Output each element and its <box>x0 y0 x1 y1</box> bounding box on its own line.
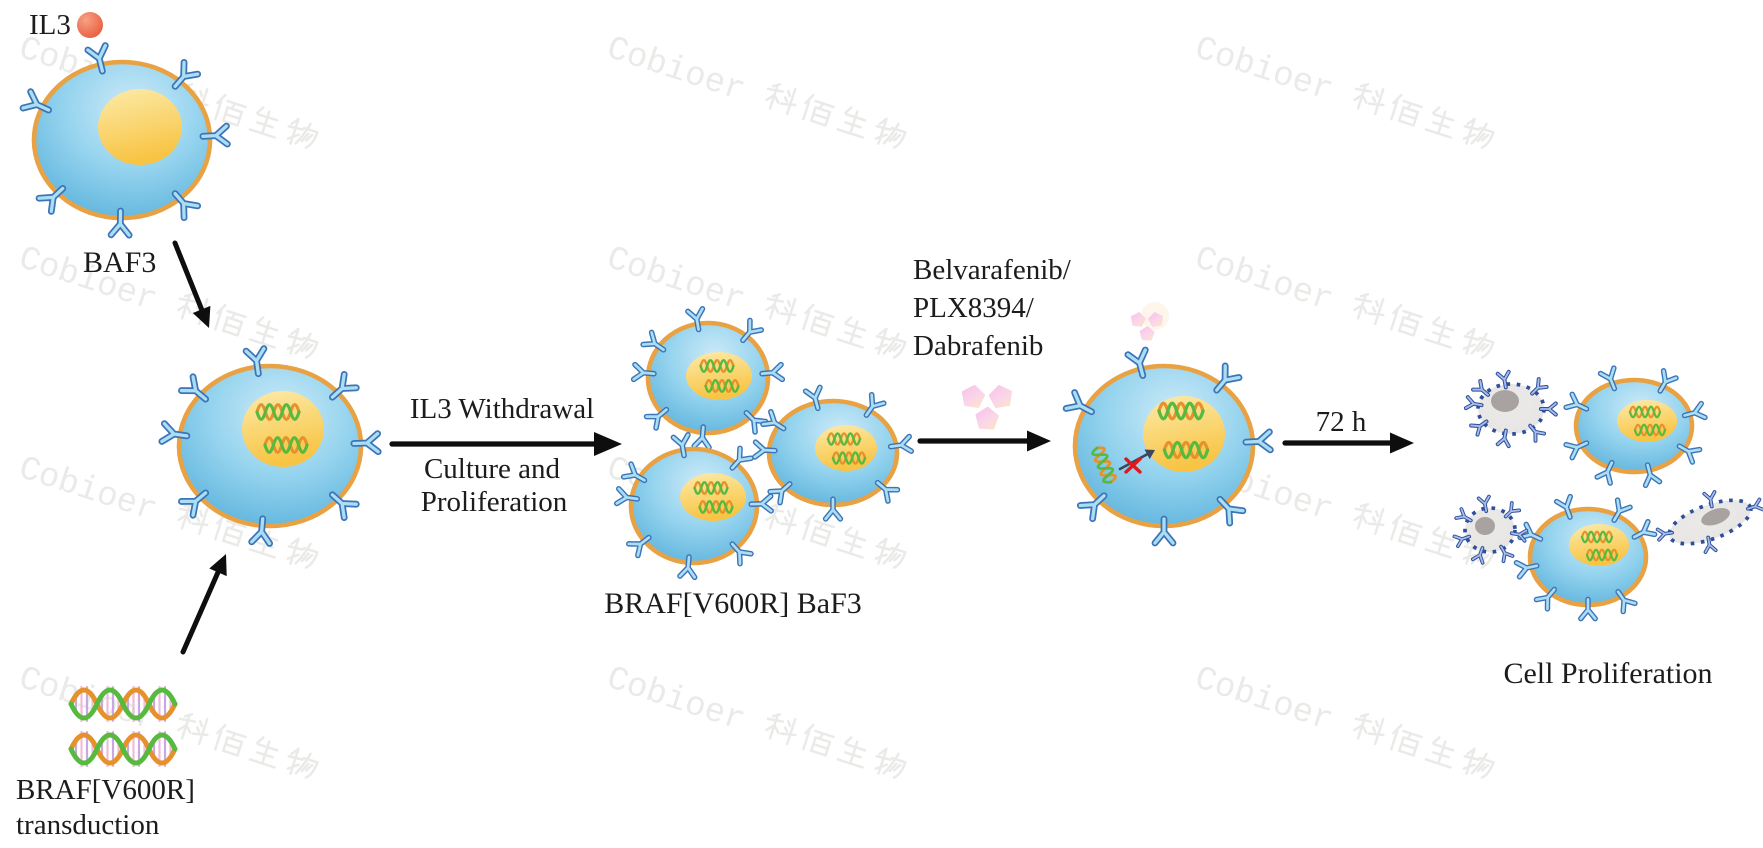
label-drug-line2: PLX8394/ <box>913 292 1035 324</box>
label-transgene-line1: BRAF[V600R] <box>16 774 195 806</box>
dead-cell-nucleus <box>1475 517 1495 535</box>
baf3-cell <box>23 46 227 236</box>
il3-ligand-icon <box>77 12 103 38</box>
dead-cell-small <box>1452 494 1529 565</box>
inhibit-arrow <box>1118 449 1155 471</box>
drug-treated-cell <box>1066 350 1270 543</box>
watermark <box>12 238 321 374</box>
label-72h: 72 h <box>1316 406 1367 438</box>
cell-nucleus <box>686 352 752 400</box>
arrow-72h <box>1282 432 1414 454</box>
braf-baf3-cell-top <box>634 309 783 447</box>
arrow-il3-withdrawal <box>389 432 622 456</box>
label-il3-withdrawal: IL3 Withdrawal <box>410 393 594 425</box>
watermark <box>600 658 909 794</box>
arrow-baf3-to-transduced <box>172 240 211 328</box>
braf-baf3-cell-right <box>755 387 911 519</box>
cell-nucleus <box>1617 400 1677 442</box>
watermark <box>1188 658 1497 794</box>
braf-baf3-cell-bottom <box>617 435 771 577</box>
label-baf3: BAF3 <box>83 246 156 279</box>
blocked-signal <box>1089 444 1155 486</box>
label-il3: IL3 <box>29 9 71 41</box>
dead-cell-nucleus <box>1491 390 1519 412</box>
label-drug-line1: Belvarafenib/ <box>913 254 1072 286</box>
dna-helix-icon <box>71 731 175 767</box>
cell-nucleus <box>242 391 324 467</box>
transduced-cell <box>162 349 378 544</box>
inhibit-x-icon <box>1124 457 1142 474</box>
label-culture-line1: Culture and <box>424 453 561 485</box>
arrow-drug-treatment <box>917 430 1051 452</box>
label-braf-baf3: BRAF[V600R] BaF3 <box>604 587 862 620</box>
cell-nucleus <box>815 425 877 471</box>
cell-membrane <box>645 320 771 436</box>
watermark <box>1188 28 1497 164</box>
dead-cell-large <box>1463 369 1558 449</box>
label-culture-line2: Proliferation <box>421 486 568 518</box>
dead-cell-dashed-membrane <box>1463 506 1517 554</box>
cell-nucleus <box>98 89 182 165</box>
label-drug-line3: Dabrafenib <box>913 330 1043 362</box>
diagram-art: IL3 BAF3 BRAF[V600R] transduction IL3 Wi… <box>16 9 1763 841</box>
cell-nucleus <box>1143 396 1225 472</box>
drug-molecules-cluster-small <box>1130 302 1169 341</box>
label-transgene-line2: transduction <box>16 809 160 841</box>
dead-cell-nucleus <box>1701 508 1730 526</box>
watermark <box>600 28 909 164</box>
dead-cell-spindle <box>1655 490 1763 554</box>
watermark <box>1188 238 1497 374</box>
cell-membrane <box>1573 377 1695 475</box>
surviving-cell-bottom <box>1516 497 1654 619</box>
drug-molecules-cluster <box>961 384 1012 430</box>
watermark <box>12 658 321 794</box>
cell-nucleus <box>1569 524 1629 566</box>
cell-nucleus <box>680 473 746 521</box>
arrow-transduction <box>180 554 227 655</box>
surviving-cell-top <box>1566 368 1705 485</box>
label-cell-proliferation: Cell Proliferation <box>1503 657 1712 690</box>
